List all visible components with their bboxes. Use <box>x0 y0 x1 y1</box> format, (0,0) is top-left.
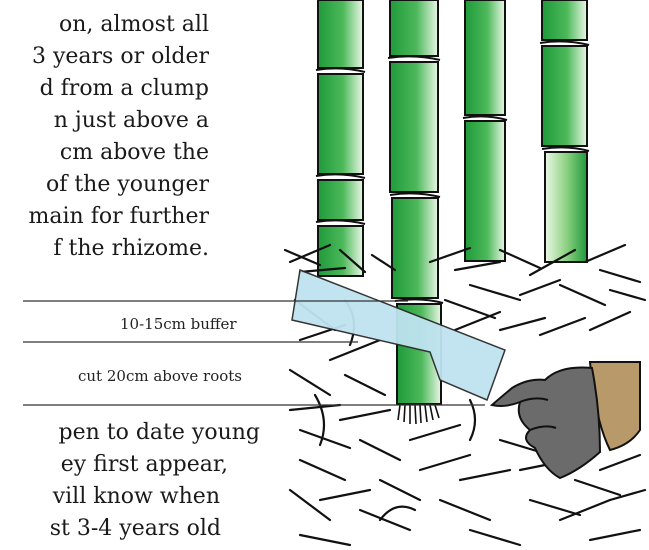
callout-label-buffer: 10-15cm buffer <box>120 315 237 333</box>
bamboo-stalk <box>540 0 589 262</box>
bamboo-stalk <box>316 0 365 276</box>
roots <box>398 405 439 424</box>
bamboo-stalk <box>463 0 507 261</box>
gloved-hand <box>492 362 640 478</box>
callout-label-cut: cut 20cm above roots <box>78 367 242 385</box>
